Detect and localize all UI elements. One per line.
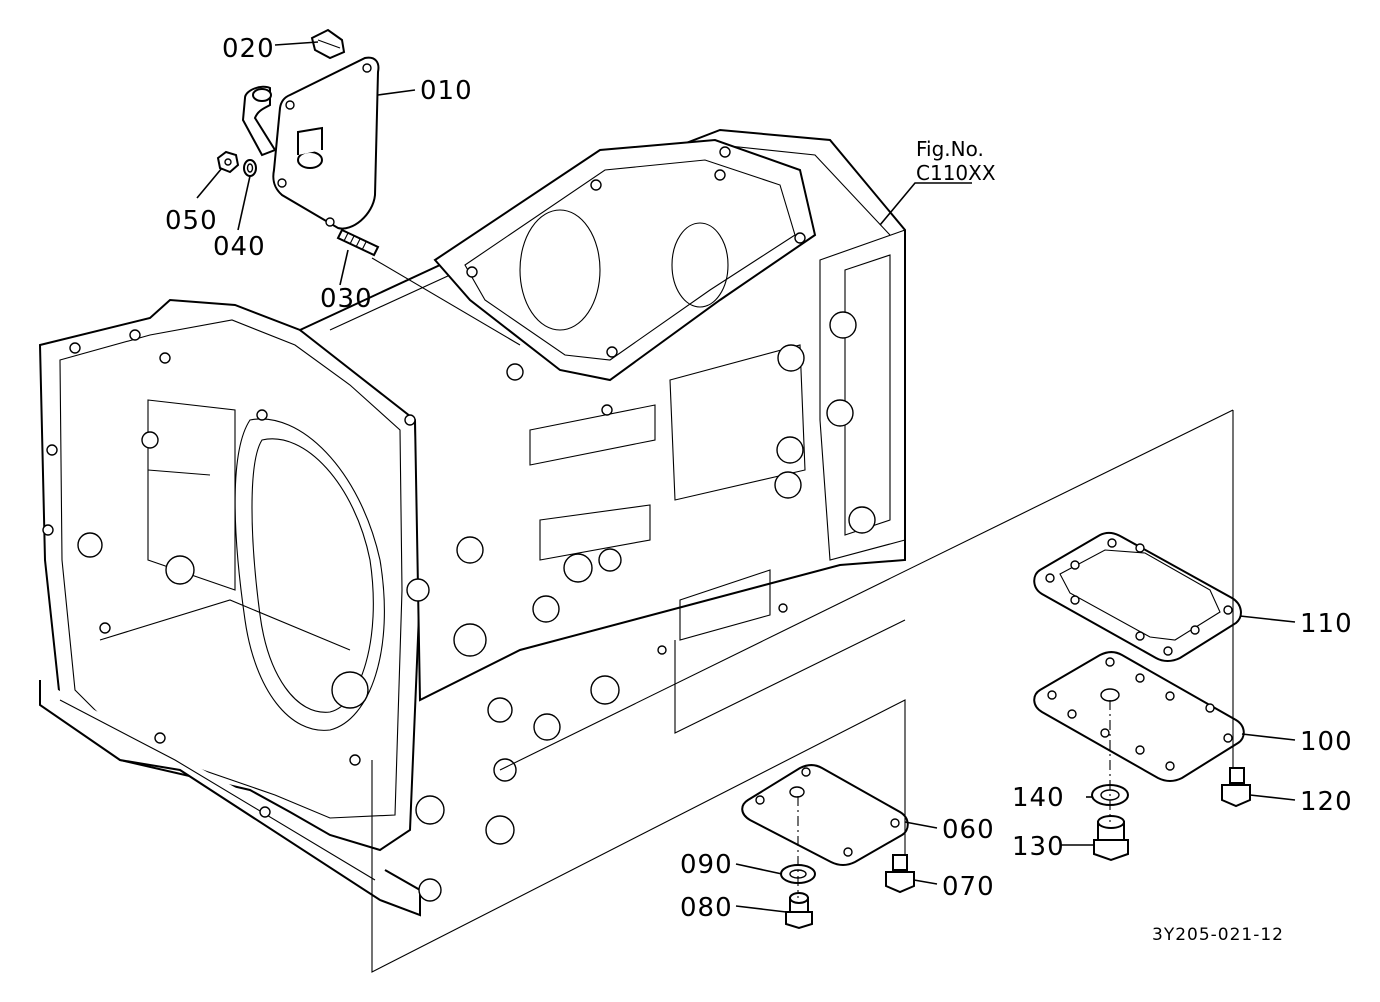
callout-040: 040 [213,232,266,262]
assembly-guide-lines [371,257,1234,973]
callout-090: 090 [680,850,733,880]
callout-130: 130 [1012,832,1065,862]
part-060-cover-plate [741,764,909,866]
callout-010: 010 [420,76,473,106]
callout-080: 080 [680,893,733,923]
part-080-plug [785,892,813,930]
part-070-bolt [885,854,915,894]
part-100-cover-plate [1033,651,1245,782]
callout-140: 140 [1012,783,1065,813]
part-020-bolt [310,28,346,60]
part-120-bolt [1221,767,1251,808]
callout-020: 020 [222,34,275,64]
leader-lines [196,41,1296,913]
part-010-cover-plate [241,56,380,230]
figure-ref-number: C110XX [916,161,996,185]
callout-labels: 020 010 050 040 030 Fig.No. C110XX 110 1… [165,34,1353,945]
drawing-code: 3Y205-021-12 [1152,925,1284,945]
callout-070: 070 [942,872,995,902]
callout-060: 060 [942,815,995,845]
callout-100: 100 [1300,727,1353,757]
part-030-stud [336,228,380,257]
callout-110: 110 [1300,609,1353,639]
transmission-case [38,128,906,917]
part-130-plug [1093,815,1129,862]
callout-030: 030 [320,284,373,314]
part-050-nut [216,150,240,174]
part-110-gasket [1033,531,1242,662]
callout-120: 120 [1300,787,1353,817]
part-040-washer [243,159,257,177]
figure-ref-label: Fig.No. [916,137,984,161]
callout-050: 050 [165,206,218,236]
